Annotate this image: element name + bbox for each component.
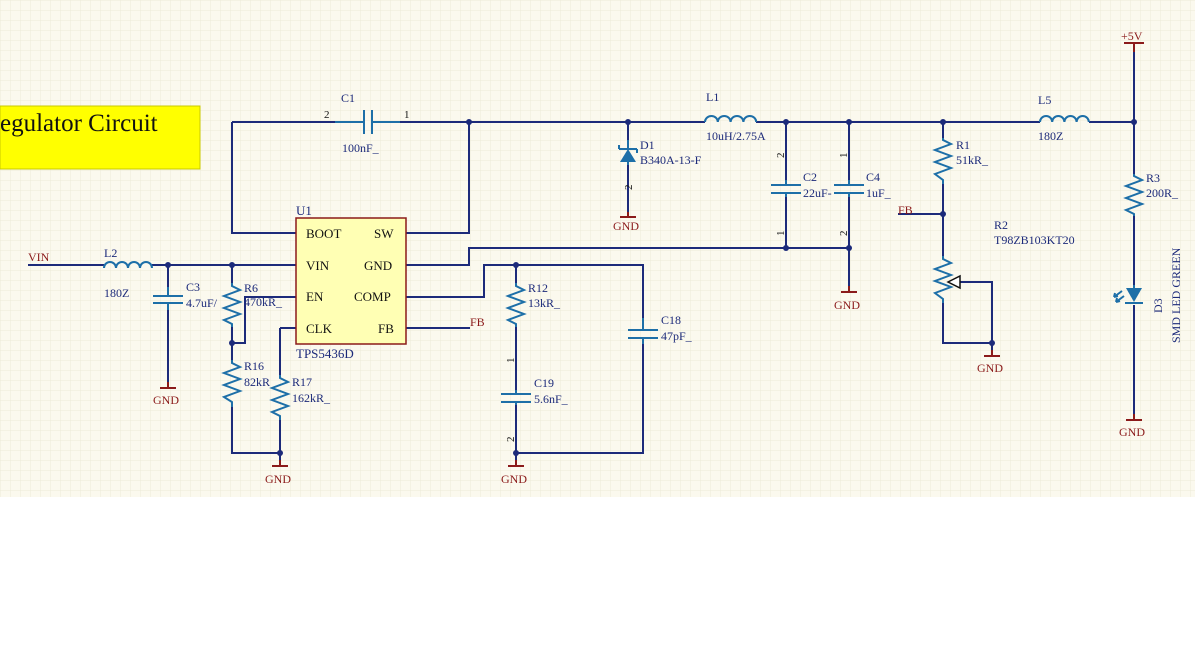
net-label-vin: VIN <box>28 250 50 264</box>
l1-value: 10uH/2.75A <box>706 129 766 143</box>
c2-capacitor[interactable]: C2 22uF- 2 1 <box>771 153 832 237</box>
u1-part: TPS5436D <box>296 346 354 361</box>
gnd-label-c4: GND <box>834 298 860 312</box>
title-box <box>0 105 201 170</box>
d1-pin: 2 <box>623 185 635 191</box>
u1-pin-clk: CLK <box>306 321 333 336</box>
r2-ref: R2 <box>994 218 1008 232</box>
c2-pin-top: 2 <box>775 153 787 159</box>
u1-pin-boot: BOOT <box>306 226 341 241</box>
r17-ref: R17 <box>292 375 312 389</box>
c18-value: 47pF_ <box>661 329 693 343</box>
l2-ferrite[interactable]: L2 180Z <box>103 246 153 300</box>
l5-ferrite[interactable]: L5 180Z <box>1038 93 1090 143</box>
c2-pin-bottom: 1 <box>775 231 787 237</box>
d1-value: B340A-13-F <box>640 153 702 167</box>
c19-pin-top: 1 <box>505 358 517 364</box>
r17-resistor[interactable]: R17 162kR_ <box>269 375 331 420</box>
l1-inductor[interactable]: L1 10uH/2.75A <box>704 90 766 143</box>
c3-value: 4.7uF/ <box>186 296 218 310</box>
gnd-symbol-c19[interactable]: GND <box>501 460 527 486</box>
gnd-label-d1: GND <box>613 219 639 233</box>
power-port-5v-label: +5V <box>1121 29 1143 43</box>
c1-value: 100nF_ <box>342 141 380 155</box>
gnd-symbol-d3[interactable]: GND <box>1119 414 1145 439</box>
c4-pin-top: 1 <box>838 153 850 159</box>
u1-pin-vin: VIN <box>306 258 330 273</box>
c19-pin-bottom: 2 <box>505 437 517 443</box>
d3-value: SMD LED GREEN <box>1169 247 1183 343</box>
c3-capacitor[interactable]: C3 4.7uF/ <box>153 280 218 310</box>
u1-pin-gnd: GND <box>364 258 392 273</box>
l1-ref: L1 <box>706 90 719 104</box>
l2-value: 180Z <box>104 286 129 300</box>
r17-value: 162kR_ <box>292 391 331 405</box>
u1-ic[interactable]: U1 TPS5436D BOOT SW VIN GND EN COMP CLK … <box>295 203 407 361</box>
title-text: egulator Circuit <box>0 110 158 137</box>
d3-led[interactable]: D3 SMD LED GREEN <box>1113 247 1183 343</box>
c19-capacitor[interactable]: C19 5.6nF_ 1 2 <box>501 358 569 443</box>
r3-resistor[interactable]: R3 200R_ <box>1123 171 1179 216</box>
c1-ref: C1 <box>341 91 355 105</box>
r2-value: T98ZB103KT20 <box>994 233 1075 247</box>
gnd-label-c19: GND <box>501 472 527 486</box>
gnd-label-r2: GND <box>977 361 1003 375</box>
r2-potentiometer[interactable]: R2 T98ZB103KT20 <box>932 218 1075 303</box>
gnd-symbol-c3[interactable]: GND <box>153 382 179 407</box>
power-port-5v[interactable]: +5V <box>1121 29 1144 52</box>
net-label-fb-in: FB <box>898 203 913 217</box>
r3-ref: R3 <box>1146 171 1160 185</box>
junctions <box>165 119 1137 456</box>
u1-pin-fb: FB <box>378 321 394 336</box>
r16-resistor[interactable]: R16 82kR <box>221 359 270 407</box>
c1-pin-right: 1 <box>404 109 410 121</box>
d1-schottky-diode[interactable]: D1 B340A-13-F 2 <box>618 138 702 191</box>
r3-value: 200R_ <box>1146 186 1179 200</box>
gnd-label-r17: GND <box>265 472 291 486</box>
u1-pin-comp: COMP <box>354 289 391 304</box>
net-label-fb-out: FB <box>470 315 485 329</box>
r12-ref: R12 <box>528 281 548 295</box>
c3-ref: C3 <box>186 280 200 294</box>
gnd-label-d3: GND <box>1119 425 1145 439</box>
l2-ref: L2 <box>104 246 117 260</box>
r16-ref: R16 <box>244 359 264 373</box>
r12-resistor[interactable]: R12 13kR_ <box>505 281 561 327</box>
c18-ref: C18 <box>661 313 681 327</box>
c19-ref: C19 <box>534 376 554 390</box>
gnd-symbol-r2[interactable]: GND <box>977 350 1003 375</box>
u1-pin-sw: SW <box>374 226 394 241</box>
c1-capacitor[interactable]: C1 100nF_ 2 1 <box>324 91 410 155</box>
l5-value: 180Z <box>1038 129 1063 143</box>
c2-ref: C2 <box>803 170 817 184</box>
l5-ref: L5 <box>1038 93 1051 107</box>
r6-ref: R6 <box>244 281 258 295</box>
c1-pin-left: 2 <box>324 109 330 121</box>
gnd-label-c3: GND <box>153 393 179 407</box>
u1-pin-en: EN <box>306 289 324 304</box>
gnd-symbol-d1[interactable]: GND <box>613 212 639 233</box>
r6-resistor[interactable]: R6 470kR_ <box>221 281 283 327</box>
r16-value: 82kR <box>244 375 270 389</box>
c4-value: 1uF_ <box>866 186 892 200</box>
r1-ref: R1 <box>956 138 970 152</box>
c19-value: 5.6nF_ <box>534 392 569 406</box>
c4-capacitor[interactable]: C4 1uF_ 1 2 <box>834 153 892 237</box>
u1-designator: U1 <box>296 203 312 218</box>
r12-value: 13kR_ <box>528 296 561 310</box>
d3-ref: D3 <box>1151 298 1165 313</box>
gnd-symbol-r17[interactable]: GND <box>265 460 291 486</box>
c4-pin-bottom: 2 <box>838 231 850 237</box>
r6-value: 470kR_ <box>244 295 283 309</box>
gnd-symbol-c4[interactable]: GND <box>834 286 860 312</box>
c4-ref: C4 <box>866 170 880 184</box>
r1-resistor[interactable]: R1 51kR_ <box>932 138 989 184</box>
c18-capacitor[interactable]: C18 47pF_ <box>628 313 693 344</box>
r1-value: 51kR_ <box>956 153 989 167</box>
c2-value: 22uF- <box>803 186 832 200</box>
d1-ref: D1 <box>640 138 655 152</box>
